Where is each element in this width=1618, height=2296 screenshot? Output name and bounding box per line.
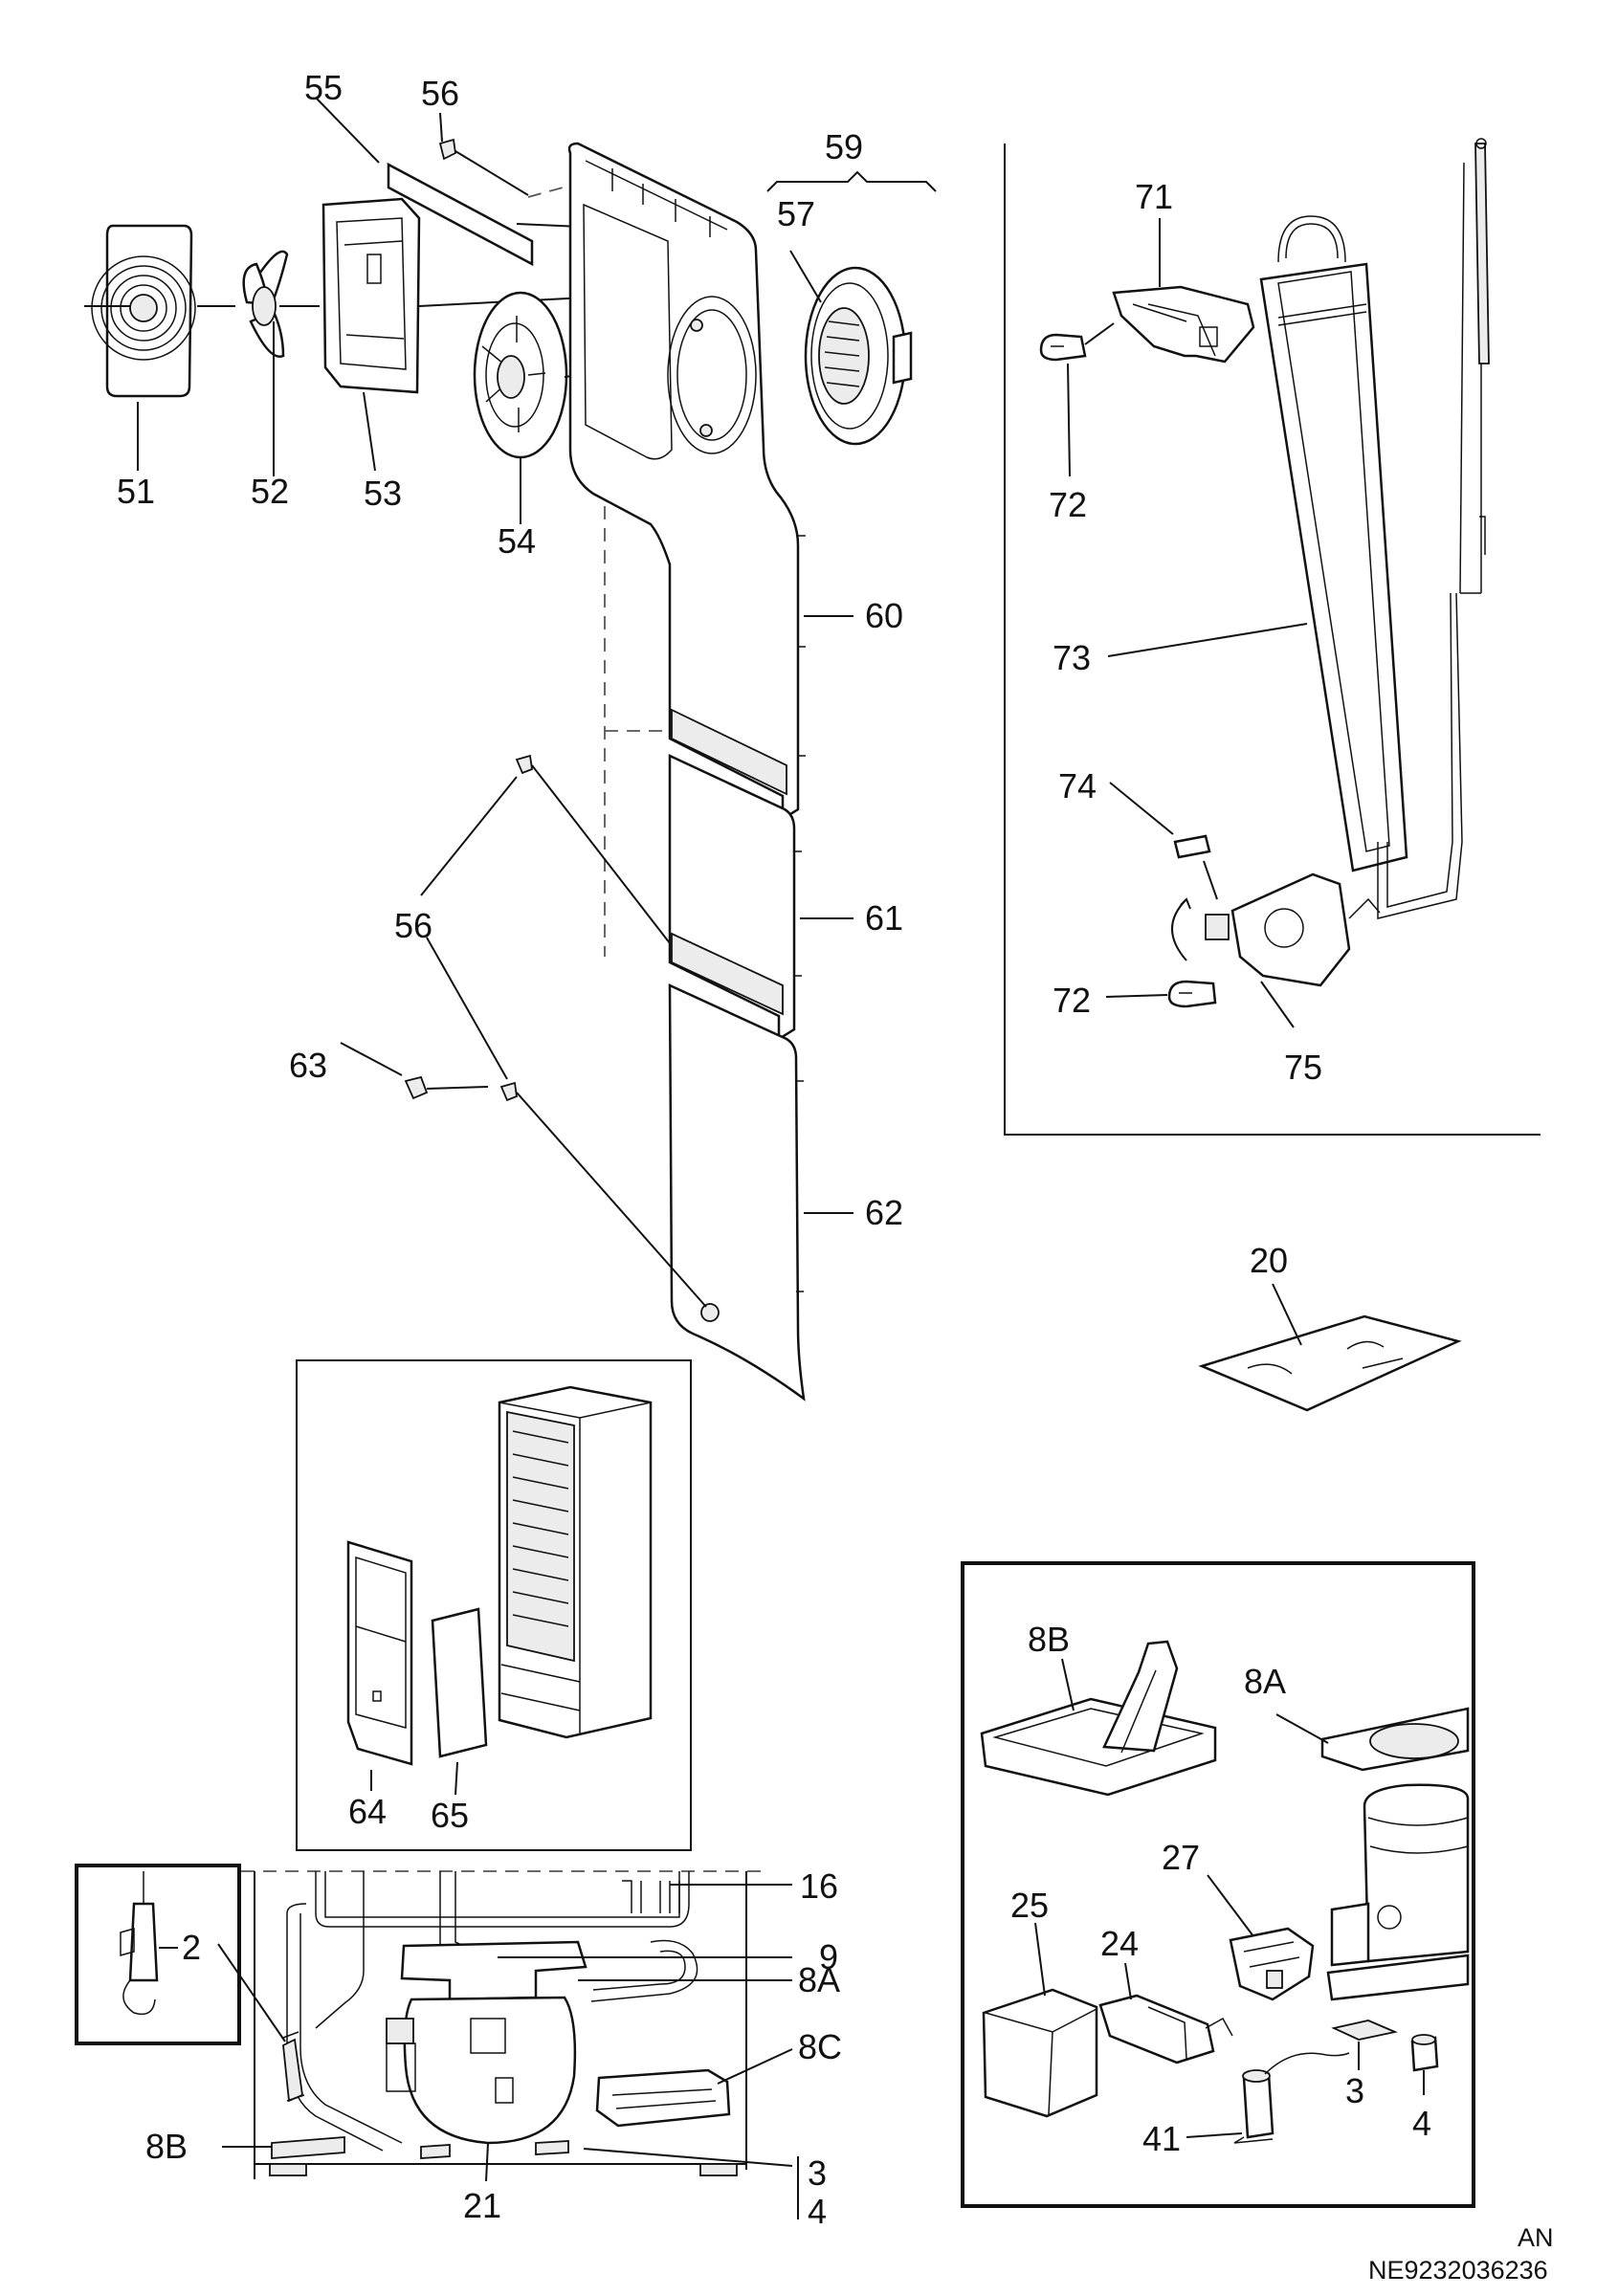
detail-label-3: 3 — [1345, 2071, 1364, 2110]
frame-lines — [75, 144, 1540, 2208]
panel-65 — [431, 1607, 488, 1796]
middle-panel-61 — [668, 754, 802, 1042]
lamp-holder-71 — [1112, 218, 1255, 364]
label-71: 71 — [1135, 177, 1173, 216]
rear-panel-60 — [567, 142, 806, 822]
detail-label-8B: 8B — [1028, 1620, 1070, 1659]
label-52: 52 — [251, 472, 289, 511]
seal-strip-55 — [387, 162, 534, 267]
instruction-booklet-20 — [1198, 1283, 1462, 1412]
label-72-top: 72 — [1049, 485, 1087, 524]
bracket-59 — [766, 170, 937, 192]
compressor-area — [241, 1870, 765, 2179]
label-9: 9 — [819, 1937, 838, 1976]
screw-56-top — [438, 138, 529, 196]
bulb-72-top — [1039, 322, 1115, 477]
detail-label-8A: 8A — [1244, 1662, 1286, 1701]
label-64: 64 — [348, 1792, 387, 1831]
label-51: 51 — [117, 472, 155, 511]
label-61: 61 — [865, 898, 903, 938]
label-56-top: 56 — [421, 74, 459, 113]
label-65: 65 — [431, 1796, 469, 1835]
bracket-24 — [1098, 1962, 1233, 2064]
lower-panel-62 — [668, 983, 806, 1402]
detail-label-27: 27 — [1162, 1838, 1200, 1877]
label-59: 59 — [825, 127, 863, 166]
label-8A: 8A — [798, 1960, 840, 1999]
footer-drawing-code: NE9232036236 — [1368, 2256, 1548, 2285]
label-57: 57 — [777, 194, 815, 233]
detail-label-41: 41 — [1142, 2119, 1181, 2158]
leader-lines-panels — [800, 615, 853, 1214]
air-diffuser-54 — [473, 291, 568, 459]
clip-3-detail — [1331, 2020, 1398, 2070]
sensor-2 — [120, 1871, 178, 2016]
screws-56-63 — [340, 754, 707, 1308]
label-73: 73 — [1053, 638, 1091, 677]
vent-unit-57 — [789, 250, 913, 446]
label-63: 63 — [289, 1046, 327, 1085]
grommet-4-detail — [1410, 2034, 1439, 2095]
label-20: 20 — [1250, 1241, 1288, 1280]
label-54: 54 — [498, 521, 536, 561]
label-74: 74 — [1058, 766, 1097, 806]
compressor-8A — [1275, 1707, 1470, 2001]
relay-27 — [1207, 1874, 1315, 2001]
evaporator-73 — [1107, 138, 1490, 919]
fan-blade-52 — [197, 250, 320, 358]
relay-cover-25 — [982, 1922, 1098, 2118]
label-62: 62 — [865, 1193, 903, 1232]
label-72-bottom: 72 — [1053, 981, 1091, 1020]
label-3: 3 — [808, 2153, 827, 2193]
label-55: 55 — [304, 68, 343, 107]
label-4: 4 — [808, 2192, 827, 2231]
label-8B: 8B — [145, 2127, 188, 2166]
label-8C: 8C — [798, 2027, 842, 2066]
label-16: 16 — [800, 1866, 838, 1906]
detail-label-24: 24 — [1100, 1924, 1139, 1963]
thermostat-housing-75 — [1171, 872, 1381, 1028]
label-56-mid: 56 — [394, 906, 432, 945]
thermostat-cover-74 — [1109, 782, 1218, 900]
drawing-footer: AN NE9232036236 — [1368, 2223, 1554, 2285]
label-53: 53 — [364, 474, 402, 513]
drip-tray-8B — [980, 1640, 1217, 1797]
detail-label-4: 4 — [1412, 2104, 1431, 2143]
label-2: 2 — [182, 1928, 201, 1967]
detail-label-25: 25 — [1010, 1886, 1049, 1925]
leader-lines-bottom — [217, 1884, 799, 2219]
label-75: 75 — [1284, 1048, 1322, 1087]
callout-labels: 55 56 59 57 51 52 53 54 60 56 61 63 62 7… — [117, 68, 1431, 2231]
fan-cover-51 — [84, 224, 196, 398]
footer-an: AN — [1518, 2223, 1554, 2252]
label-60: 60 — [865, 596, 903, 635]
capacitor-41 — [1186, 2052, 1350, 2144]
label-21: 21 — [463, 2186, 501, 2225]
appliance-cabinet — [498, 1385, 653, 1739]
ventilation-grille-64 — [346, 1540, 413, 1791]
bulb-72-bottom — [1105, 980, 1217, 1008]
